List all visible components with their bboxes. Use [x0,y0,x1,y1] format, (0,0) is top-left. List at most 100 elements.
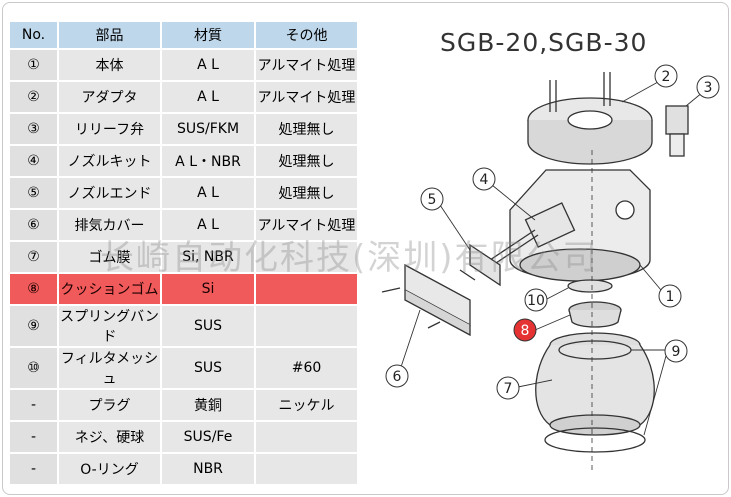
header-part: 部品 [57,20,162,50]
cell-no: ⑧ [8,272,59,306]
cell-material: 黄銅 [160,388,256,422]
svg-text:7: 7 [504,381,513,397]
table-row: ⑨ スプリングバンド SUS [8,304,359,348]
cell-material: A L [160,176,256,210]
table-row: ② アダプタ A L アルマイト処理 [8,80,359,114]
rubber-membrane-drawing [535,332,655,436]
svg-text:1: 1 [666,289,675,305]
cell-part: O-リング [57,452,162,486]
cell-part: ネジ、硬球 [57,420,162,454]
callout-6: 6 [385,364,409,388]
cell-material: SUS [160,346,256,390]
cell-no: ⑩ [8,346,59,390]
filter-mesh-drawing [567,279,613,293]
leader-lines [399,81,704,436]
cell-other [254,452,359,486]
cell-other: 処理無し [254,144,359,178]
cell-part: ゴム膜 [57,240,162,274]
table-header-row: No. 部品 材質 その他 [8,20,359,50]
svg-text:9: 9 [672,344,681,360]
cell-part: クッションゴム [57,272,162,306]
cell-other [254,272,359,306]
parts-table: No. 部品 材質 その他 ① 本体 A L アルマイト処理 ② アダプタ A … [8,20,359,486]
cell-material: A L [160,48,256,82]
cell-other: #60 [254,346,359,390]
cell-other: アルマイト処理 [254,80,359,114]
header-other: その他 [254,20,359,50]
cell-material: Si, NBR [160,240,256,274]
cell-no: ① [8,48,59,82]
cell-material: A L [160,80,256,114]
svg-text:4: 4 [480,172,489,188]
cell-part: ノズルキット [57,144,162,178]
callout-7: 7 [496,376,520,400]
cell-part: スプリングバンド [57,304,162,348]
callout-5: 5 [420,187,444,211]
cell-no: ⑦ [8,240,59,274]
adapter-drawing [527,72,653,165]
svg-text:3: 3 [704,80,713,96]
cell-part: アダプタ [57,80,162,114]
cell-no: - [8,420,59,454]
table-row: ① 本体 A L アルマイト処理 [8,48,359,82]
cell-other [254,420,359,454]
table-row: ⑥ 排気カバー A L アルマイト処理 [8,208,359,242]
table-row: - プラグ 黄銅 ニッケル [8,388,359,422]
table-row: ④ ノズルキット A L・NBR 処理無し [8,144,359,178]
cell-no: ③ [8,112,59,146]
callout-8: 8 [513,318,537,342]
callout-1: 1 [658,284,682,308]
cell-part: プラグ [57,388,162,422]
table-row: ③ リリーフ弁 SUS/FKM 処理無し [8,112,359,146]
cell-part: 本体 [57,48,162,82]
cell-part: ノズルエンド [57,176,162,210]
table-row: - O-リング NBR [8,452,359,486]
nozzle-end-drawing [459,243,501,287]
model-title: SGB-20,SGB-30 [440,28,648,57]
cell-other [254,304,359,348]
callout-2: 2 [654,64,678,88]
svg-text:10: 10 [527,293,545,309]
header-material: 材質 [160,20,256,50]
cell-material: A L・NBR [160,144,256,178]
exhaust-cover-drawing [381,263,471,337]
cell-other [254,240,359,274]
svg-text:8: 8 [521,323,530,339]
relief-valve-drawing [665,105,689,157]
nozzle-kit-drawing [489,202,576,266]
cell-no: - [8,452,59,486]
cell-no: ⑥ [8,208,59,242]
svg-text:5: 5 [428,192,437,208]
table-row: ⑩ フィルタメッシュ SUS #60 [8,346,359,390]
header-no: No. [8,20,59,50]
cell-material: Si [160,272,256,306]
cell-material: NBR [160,452,256,486]
cell-material: SUS/FKM [160,112,256,146]
cell-no: - [8,388,59,422]
cell-no: ⑤ [8,176,59,210]
table-row-highlighted: ⑧ クッションゴム Si [8,272,359,306]
cell-material: SUS [160,304,256,348]
cell-part: 排気カバー [57,208,162,242]
exploded-view-diagram: 2 3 4 5 1 10 8 9 7 6 [381,64,720,470]
callout-3: 3 [696,75,720,99]
cell-part: フィルタメッシュ [57,346,162,390]
cell-other: アルマイト処理 [254,48,359,82]
table-row: - ネジ、硬球 SUS/Fe [8,420,359,454]
callout-9: 9 [664,339,688,363]
cell-other: ニッケル [254,388,359,422]
cell-no: ⑨ [8,304,59,348]
cell-material: A L [160,208,256,242]
cell-material: SUS/Fe [160,420,256,454]
svg-text:6: 6 [393,369,402,385]
cell-part: リリーフ弁 [57,112,162,146]
cell-no: ② [8,80,59,114]
callout-10: 10 [524,288,548,312]
cell-no: ④ [8,144,59,178]
table-row: ⑦ ゴム膜 Si, NBR [8,240,359,274]
svg-text:2: 2 [662,69,671,85]
cell-other: アルマイト処理 [254,208,359,242]
cell-other: 処理無し [254,176,359,210]
cell-other: 処理無し [254,112,359,146]
callouts: 2 3 4 5 1 10 8 9 7 6 [385,64,720,400]
